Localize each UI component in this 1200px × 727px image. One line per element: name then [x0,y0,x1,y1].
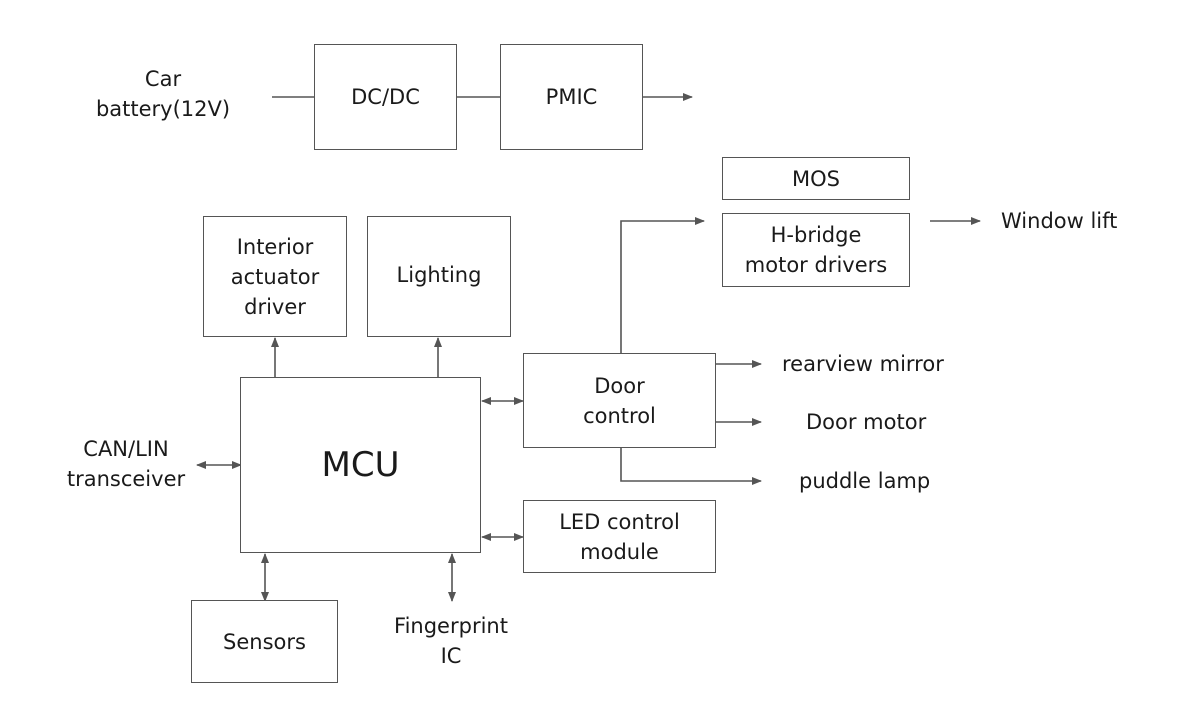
can-lin-transceiver-label: CAN/LIN transceiver [56,434,196,494]
car-battery-label: Car battery(12V) [88,64,238,124]
door-control-label-line1: Door [594,373,645,398]
window-lift-label: Window lift [1001,206,1117,236]
interior-actuator-driver-block: Interior actuator driver [203,216,347,337]
lighting-label: Lighting [396,263,482,287]
door-control-to-hbridge-arrow [620,217,705,353]
pmic-block: PMIC [500,44,643,150]
fingerprint-line2: IC [440,644,462,668]
dcdc-block: DC/DC [314,44,457,150]
interior-actuator-label-line2: actuator [230,264,320,289]
interior-actuator-label-line3: driver [244,294,306,319]
car-battery-line2: battery(12V) [95,97,231,121]
dcdc-label: DC/DC [351,85,420,109]
mos-label: MOS [792,166,840,191]
can-lin-line1: CAN/LIN [83,437,169,461]
mcu-block: MCU [240,377,481,553]
led-control-module-block: LED control module [523,500,716,573]
door-control-label-line2: control [583,403,656,428]
hbridge-block: H-bridge motor drivers [722,213,910,287]
led-control-label-line1: LED control [559,509,680,534]
mos-block: MOS [722,157,910,200]
puddle-lamp-text: puddle lamp [799,469,931,493]
sensors-label: Sensors [223,629,306,654]
lighting-block: Lighting [367,216,511,337]
door-motor-label: Door motor [806,407,926,437]
interior-actuator-label-line1: Interior [236,234,314,259]
rearview-mirror-label: rearview mirror [782,349,944,379]
pmic-label: PMIC [545,85,598,109]
sensors-block: Sensors [191,600,338,683]
hbridge-label-line1: H-bridge [770,223,862,247]
door-motor-text: Door motor [806,410,927,434]
hbridge-label-line2: motor drivers [744,253,888,277]
fingerprint-ic-label: Fingerprint IC [380,611,522,671]
puddle-lamp-label: puddle lamp [799,466,930,496]
window-lift-text: Window lift [1001,209,1118,233]
led-control-label-line2: module [580,539,659,564]
mcu-label: MCU [321,445,400,485]
door-control-block: Door control [523,353,716,448]
rearview-mirror-text: rearview mirror [782,352,944,376]
car-battery-line1: Car [144,67,182,91]
can-lin-line2: transceiver [66,467,186,491]
fingerprint-line1: Fingerprint [394,614,508,638]
door-to-puddle-lamp-arrow [620,448,762,485]
